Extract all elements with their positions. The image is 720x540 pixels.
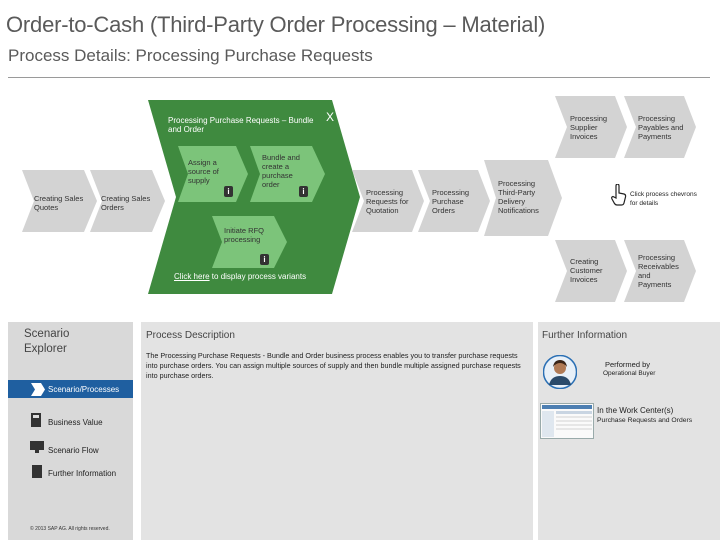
title-divider [8, 77, 710, 78]
process-description-body: The Processing Purchase Requests - Bundl… [146, 351, 521, 380]
sub-step-bundle-label: Bundle and create a purchase order [262, 153, 300, 189]
work-center-label: In the Work Center(s) [597, 406, 674, 415]
sub-step-assign-label: Assign a source of supply [188, 158, 219, 185]
performed-by-label: Performed by [605, 360, 651, 369]
chevron-label-creating-sales-orders: Creating Sales Orders [101, 194, 151, 212]
chevron-processing-purchase-orders[interactable] [418, 170, 490, 232]
calculator-icon [31, 413, 41, 427]
chevron-third-party-notifications[interactable] [484, 160, 562, 236]
info-icon[interactable]: i [224, 186, 233, 197]
click-hint-text: Click process chevrons for details [630, 191, 697, 207]
variants-link[interactable]: Click here [174, 272, 210, 281]
person-avatar [543, 355, 577, 389]
chevron-supplier-invoices[interactable] [555, 96, 627, 158]
sub-step-rfq-label: Initiate RFQ processing [224, 226, 265, 244]
chevron-label-rfq: Processing Requests for Quotation [366, 188, 409, 215]
hand-pointer-icon [611, 184, 627, 206]
work-center-value: Purchase Requests and Orders [597, 417, 693, 424]
chevron-label-supplier-invoices: Processing Supplier Invoices [570, 114, 608, 141]
variants-link-text: to display process variants [209, 272, 307, 281]
chevron-label-third-party: Processing Third-Party Delivery Notifica… [498, 179, 539, 215]
process-description-panel [141, 322, 533, 540]
chevron-creating-sales-orders[interactable] [90, 170, 165, 232]
close-icon[interactable]: X [326, 110, 335, 124]
page-title: Order-to-Cash (Third-Party Order Process… [6, 12, 546, 37]
copyright: © 2013 SAP AG. All rights reserved. [30, 526, 110, 532]
chevron-processing-rfq[interactable] [352, 170, 424, 232]
chevron-customer-invoices[interactable] [555, 240, 627, 302]
explorer-item-label: Scenario/Processes [48, 385, 120, 394]
performed-by-value: Operational Buyer [603, 370, 656, 377]
info-icon[interactable]: i [299, 186, 308, 197]
chevron-receivables-payments[interactable] [624, 240, 696, 302]
monitor-icon [30, 441, 44, 453]
chevron-label-creating-sales-quotes: Creating Sales Quotes [34, 194, 84, 212]
chevron-label-customer-invoices: Creating Customer Invoices [570, 257, 603, 284]
chevron-creating-sales-quotes[interactable] [22, 170, 97, 232]
document-icon [32, 465, 42, 478]
explorer-item-scenario-flow[interactable]: Scenario Flow [48, 446, 99, 455]
scenario-explorer-panel [8, 322, 133, 540]
chevron-label-payables: Processing Payables and Payments [638, 114, 684, 141]
info-icon[interactable]: i [260, 254, 269, 265]
chevron-payables-payments[interactable] [624, 96, 696, 158]
variants-link-row: Click here to display process variants [174, 272, 354, 281]
page-subtitle: Process Details: Processing Purchase Req… [8, 46, 373, 65]
explorer-item-further-information[interactable]: Further Information [48, 469, 117, 478]
further-information-heading: Further Information [542, 330, 628, 341]
scenario-icon [31, 383, 45, 396]
work-center-screenshot-thumbnail[interactable] [540, 403, 594, 439]
explorer-item-business-value[interactable]: Business Value [48, 418, 103, 427]
process-description-heading: Process Description [146, 330, 235, 341]
expanded-process-title: Processing Purchase Requests – Bundle an… [168, 116, 314, 134]
chevron-label-purchase-orders: Processing Purchase Orders [432, 188, 470, 215]
chevron-label-receivables: Processing Receivables and Payments [638, 253, 679, 289]
scenario-explorer-title: Scenario Explorer [24, 328, 70, 355]
